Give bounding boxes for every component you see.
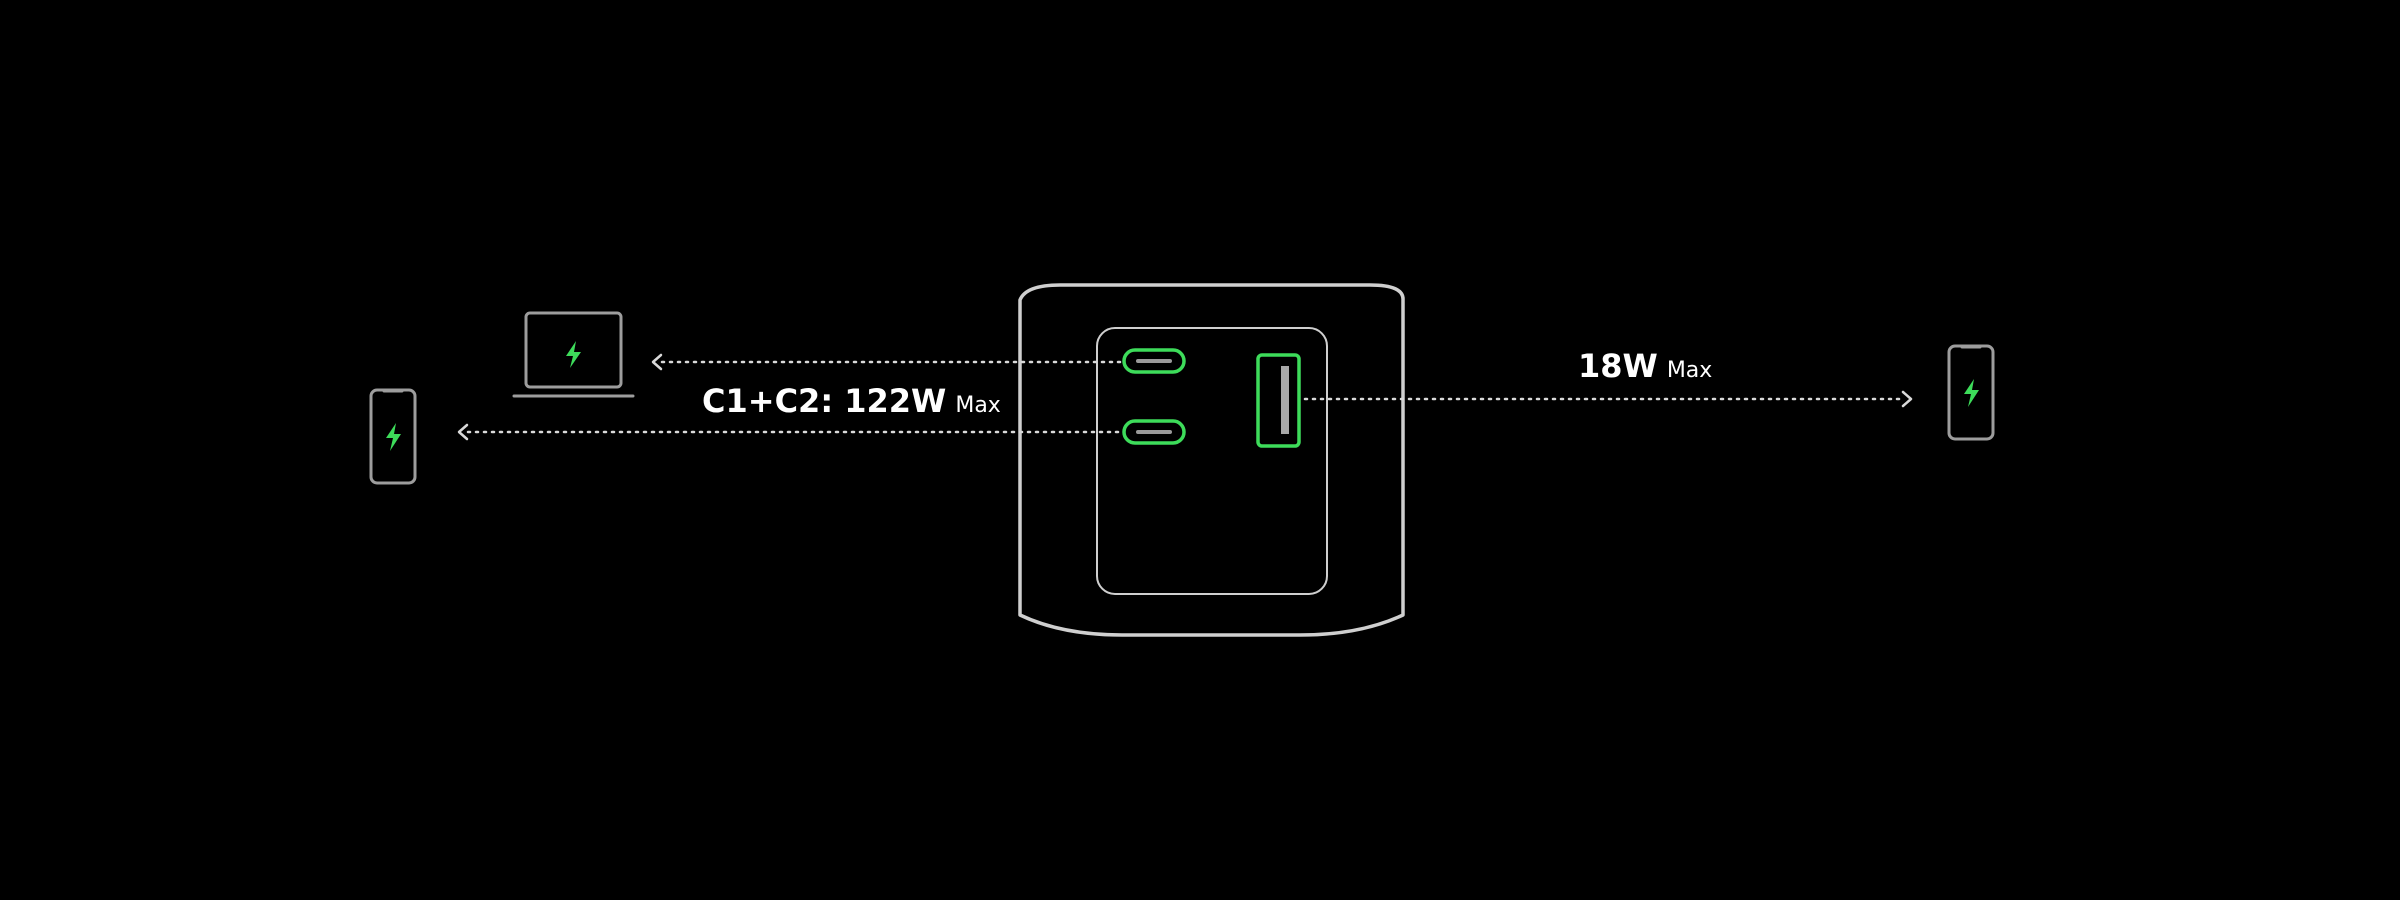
usb-c-port-1-outline xyxy=(1122,348,1186,374)
charger xyxy=(1018,283,1405,637)
lightning-bolt-icon xyxy=(1964,379,1979,407)
laptop-charging-icon xyxy=(512,311,635,398)
combined-output-value: C1+C2: 122W xyxy=(702,382,946,420)
usb-a-port-tongue xyxy=(1281,366,1289,434)
lightning-bolt-icon xyxy=(566,341,581,368)
charger-port-panel xyxy=(1096,327,1328,595)
arrow-head-phone-right xyxy=(1901,390,1913,408)
usb-a-output-unit: Max xyxy=(1667,358,1712,383)
usb-a-output-value: 18W xyxy=(1578,347,1658,385)
usb-a-port xyxy=(1256,353,1301,448)
charger-body-outline xyxy=(1018,283,1405,637)
phone-charging-icon-right xyxy=(1947,344,1995,441)
phone-charging-icon-left xyxy=(369,388,417,485)
connection-lines xyxy=(457,353,1913,441)
lightning-bolt-icon xyxy=(386,423,401,451)
usb-a-output-label: 18W Max xyxy=(1578,347,1712,385)
laptop-screen xyxy=(524,311,623,389)
combined-output-label: C1+C2: 122W Max xyxy=(702,382,1001,420)
usb-c-port-2 xyxy=(1122,419,1186,445)
usb-c-port-2-outline xyxy=(1122,419,1186,445)
usb-a-port-outline xyxy=(1256,353,1301,448)
arrow-head-laptop xyxy=(651,353,663,371)
arrow-head-phone-left xyxy=(457,423,469,441)
usb-c-port-1 xyxy=(1122,348,1186,374)
combined-output-unit: Max xyxy=(955,393,1000,418)
